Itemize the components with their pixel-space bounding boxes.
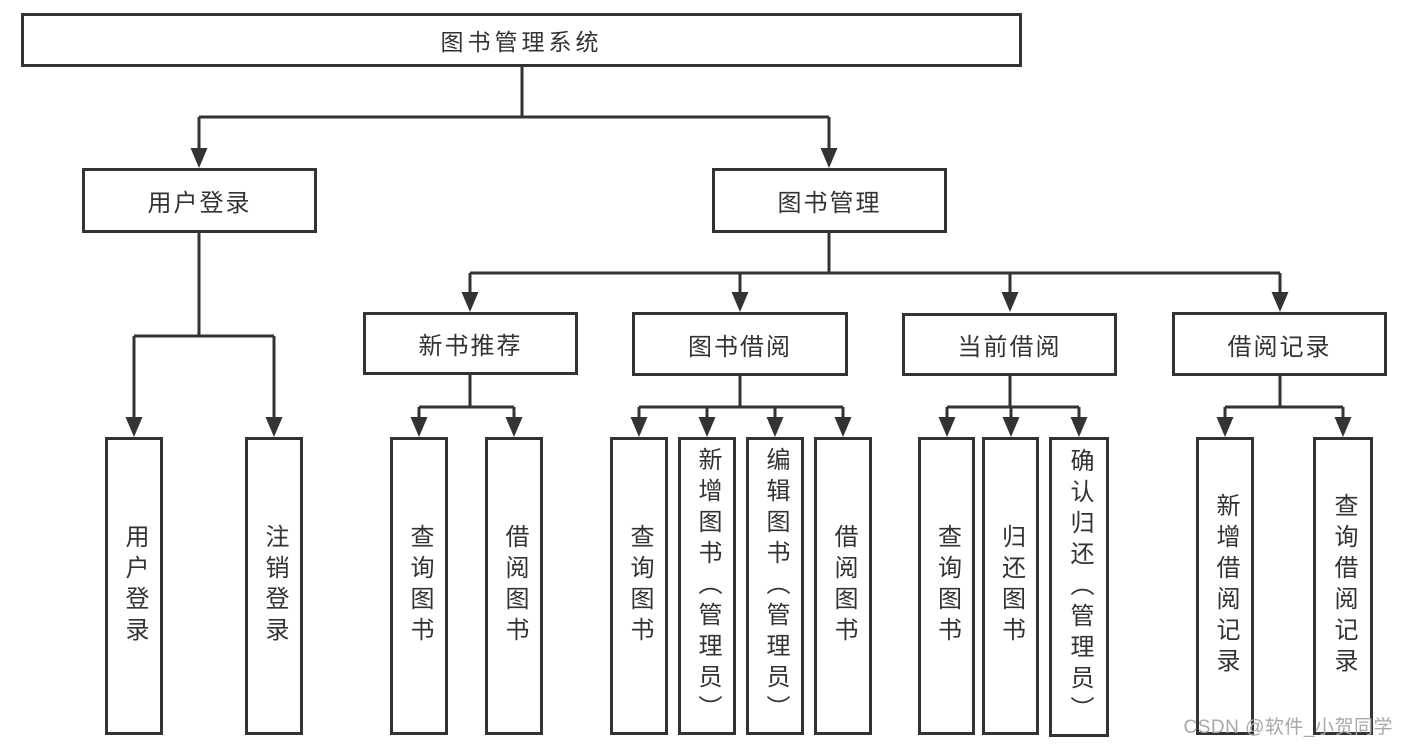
leaf-borrow-books-2-label: 借阅图书 <box>830 524 857 648</box>
node-book-management-label: 图书管理 <box>777 190 882 217</box>
watermark: CSDN @软件_小贺同学 <box>1183 717 1393 738</box>
leaf-query-books-1-label: 查询图书 <box>406 524 433 648</box>
leaf-logout-label: 注销登录 <box>261 524 288 648</box>
node-user-login: 用户登录 <box>82 168 317 233</box>
leaf-add-book-admin-label: 新增图书（管理员） <box>694 446 721 726</box>
leaf-query-books-1: 查询图书 <box>390 437 448 735</box>
node-current-borrow: 当前借阅 <box>902 313 1117 376</box>
node-book-management: 图书管理 <box>712 168 947 233</box>
leaf-borrow-books-1: 借阅图书 <box>485 437 543 735</box>
leaf-user-login: 用户登录 <box>105 437 163 735</box>
leaf-query-books-2: 查询图书 <box>610 437 668 735</box>
leaf-edit-book-admin: 编辑图书（管理员） <box>746 437 804 735</box>
leaf-query-books-3: 查询图书 <box>918 437 975 735</box>
leaf-add-book-admin: 新增图书（管理员） <box>678 437 736 735</box>
leaf-confirm-return-admin-label: 确认归还（管理员） <box>1066 447 1093 727</box>
node-new-book-recommend-label: 新书推荐 <box>418 333 523 360</box>
node-current-borrow-label: 当前借阅 <box>957 334 1062 361</box>
leaf-query-borrow-record-label: 查询借阅记录 <box>1330 493 1357 679</box>
leaf-borrow-books-1-label: 借阅图书 <box>501 524 528 648</box>
node-root: 图书管理系统 <box>21 13 1022 67</box>
node-borrow-records: 借阅记录 <box>1172 312 1387 376</box>
leaf-return-books: 归还图书 <box>982 437 1039 735</box>
node-borrow-records-label: 借阅记录 <box>1227 333 1332 361</box>
leaf-edit-book-admin-label: 编辑图书（管理员） <box>762 446 789 726</box>
leaf-logout: 注销登录 <box>245 437 303 735</box>
node-root-label: 图书管理系统 <box>440 29 603 55</box>
node-new-book-recommend: 新书推荐 <box>363 312 578 375</box>
leaf-user-login-label: 用户登录 <box>121 524 148 648</box>
node-book-borrow-label: 图书借阅 <box>688 333 792 361</box>
leaf-query-books-3-label: 查询图书 <box>933 524 961 648</box>
leaf-add-borrow-record-label: 新增借阅记录 <box>1212 493 1239 679</box>
leaf-borrow-books-2: 借阅图书 <box>814 437 872 735</box>
leaf-confirm-return-admin: 确认归还（管理员） <box>1049 437 1109 737</box>
node-book-borrow: 图书借阅 <box>632 312 848 376</box>
leaf-query-books-2-label: 查询图书 <box>626 524 653 648</box>
leaf-add-borrow-record: 新增借阅记录 <box>1196 437 1254 735</box>
leaf-query-borrow-record: 查询借阅记录 <box>1313 437 1373 735</box>
leaf-return-books-label: 归还图书 <box>997 524 1025 648</box>
node-user-login-label: 用户登录 <box>147 190 252 217</box>
